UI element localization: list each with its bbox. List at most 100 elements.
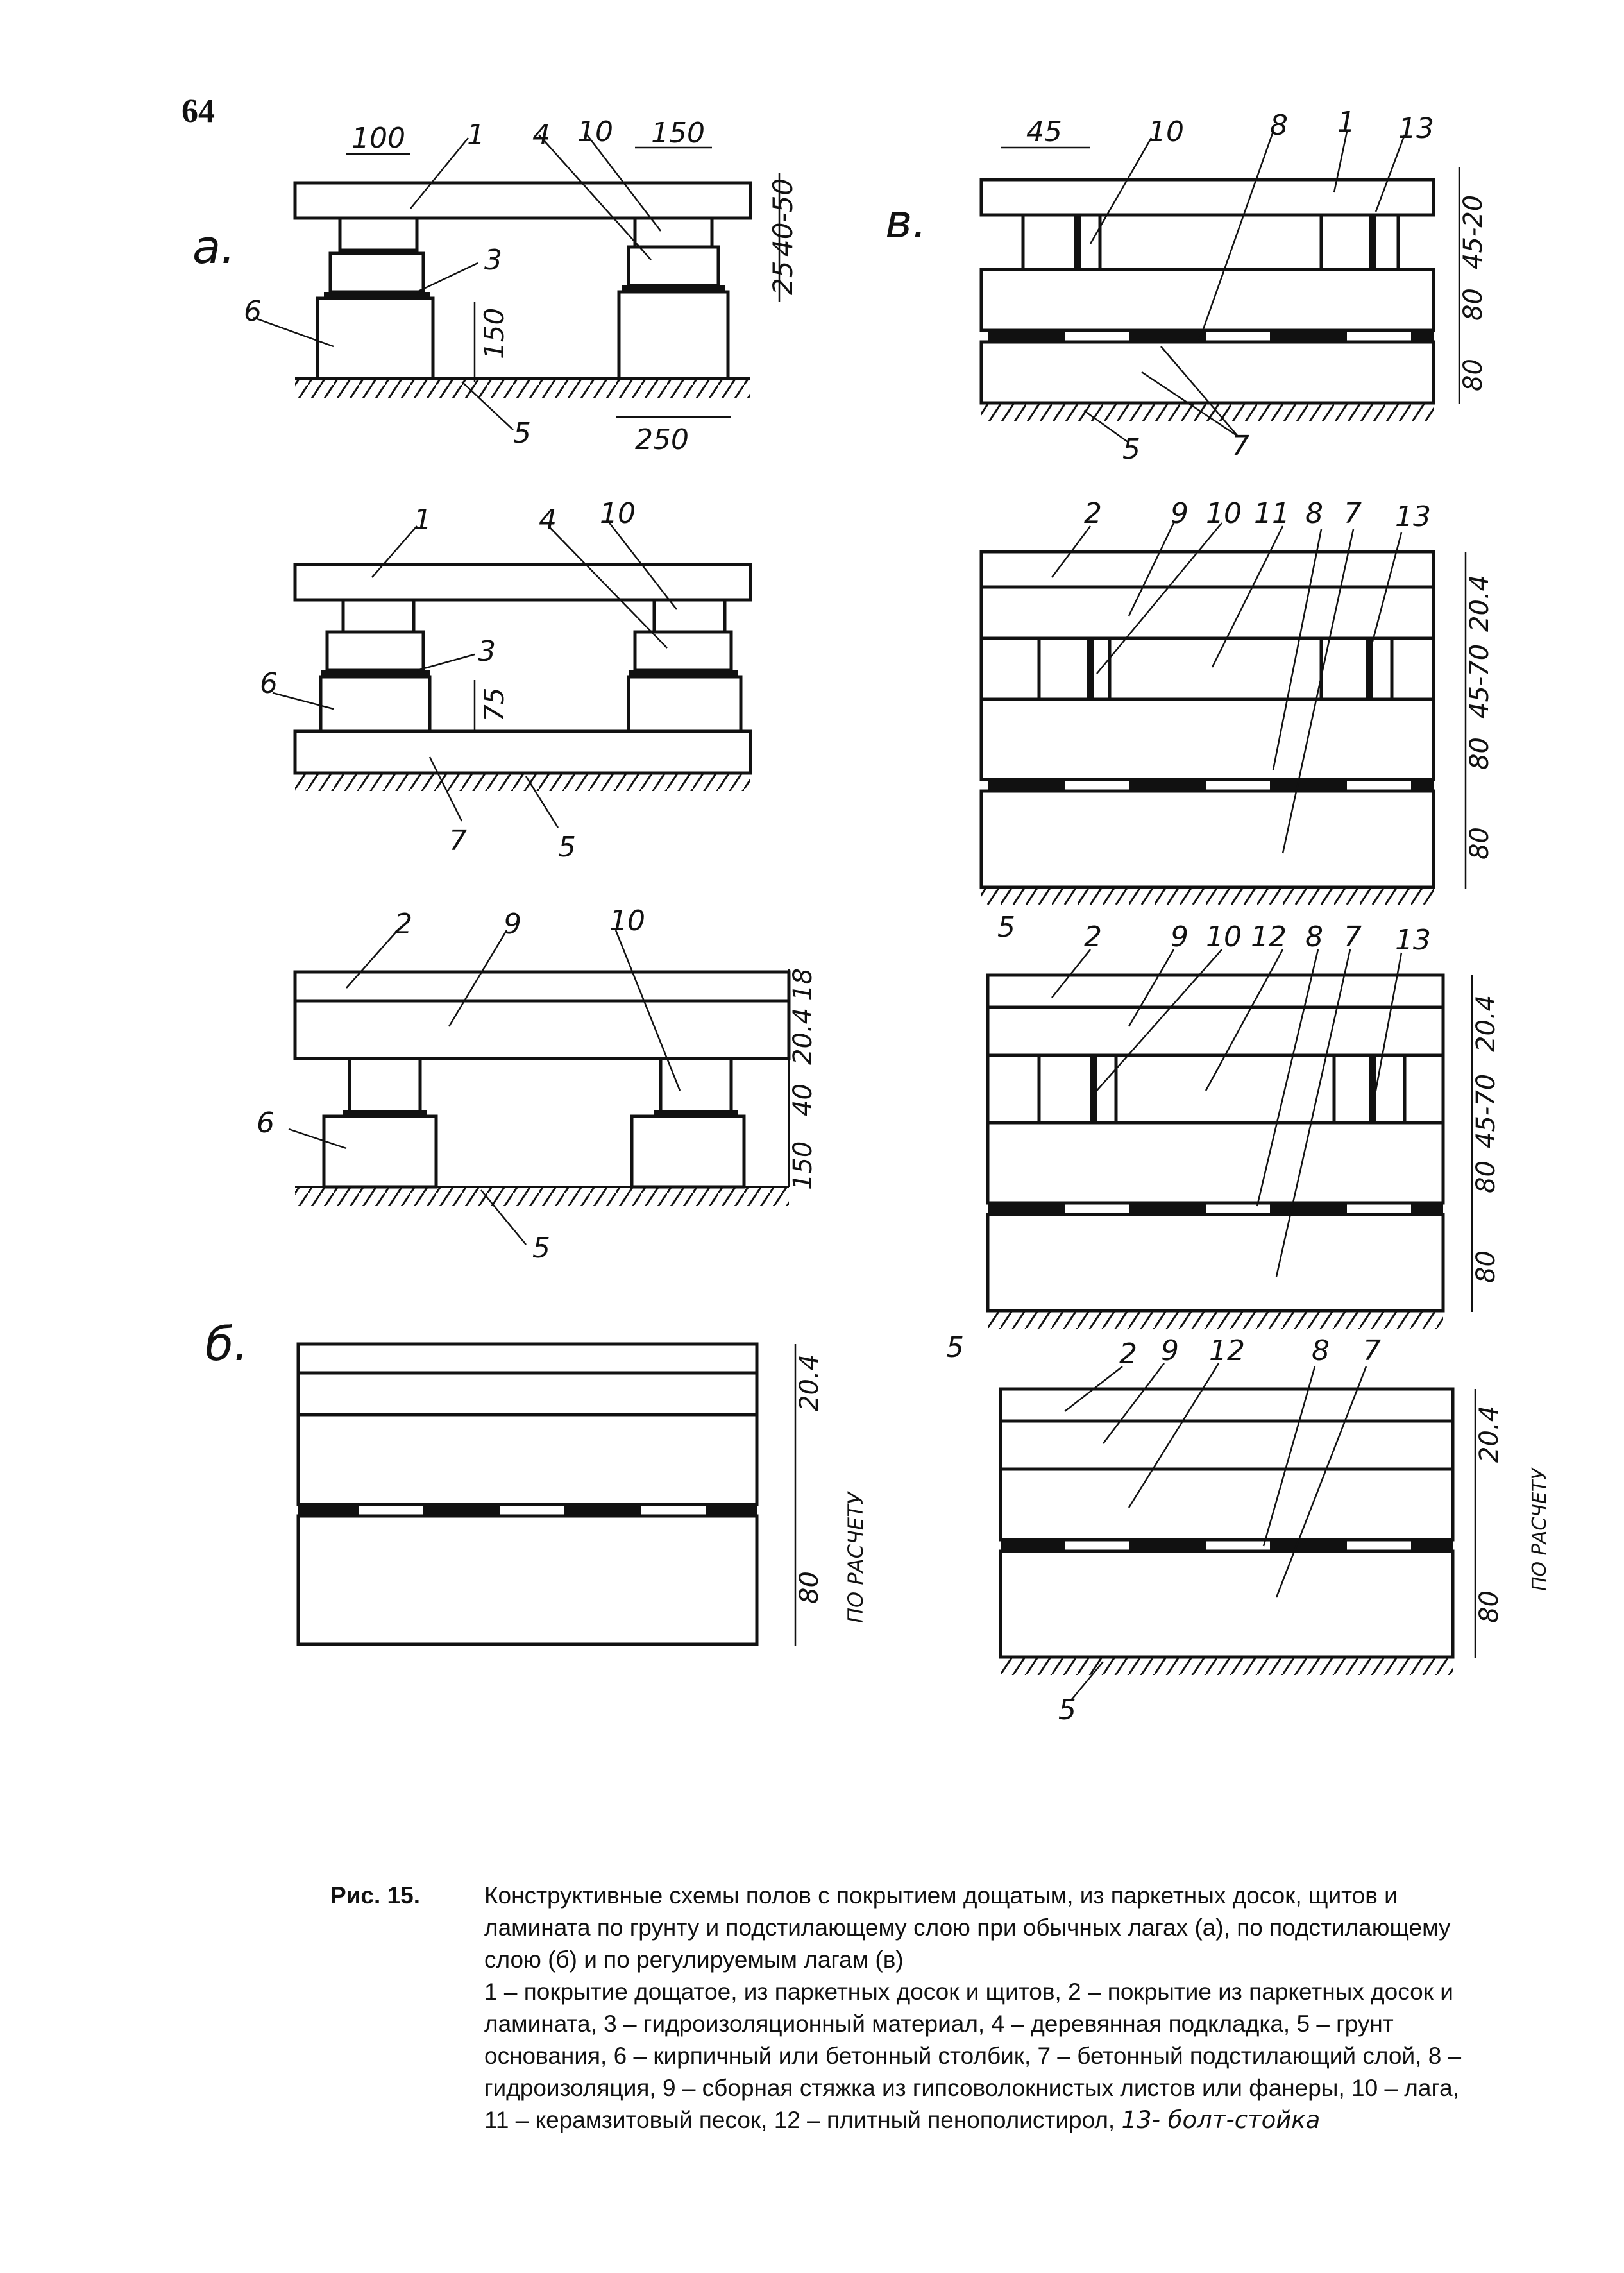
ground-hatch bbox=[981, 403, 1434, 421]
callout-10: 10 bbox=[1206, 921, 1242, 953]
callout-13: 13 bbox=[1395, 924, 1431, 957]
callout-2: 2 bbox=[1084, 921, 1102, 953]
brick-post bbox=[319, 675, 432, 733]
callout-7: 7 bbox=[449, 824, 467, 857]
ground-hatch bbox=[295, 380, 750, 398]
parquet-layer bbox=[293, 970, 791, 1003]
dim-80: 80 bbox=[1475, 1590, 1504, 1623]
dim-20-4: 20.4 bbox=[795, 1354, 824, 1411]
leader-line bbox=[1275, 949, 1351, 1277]
callout-13: 13 bbox=[1395, 500, 1431, 533]
leader-line bbox=[416, 653, 475, 672]
floor-board bbox=[293, 181, 752, 220]
dim-45-20: 45-20 bbox=[1459, 195, 1488, 269]
leader-line bbox=[586, 134, 661, 232]
callout-7: 7 bbox=[1344, 497, 1362, 530]
concrete-slab bbox=[986, 1213, 1445, 1313]
leader-line bbox=[1064, 1366, 1123, 1412]
concrete-slab bbox=[296, 1514, 759, 1646]
callout-2: 2 bbox=[394, 908, 412, 941]
concrete-slab bbox=[979, 268, 1435, 332]
leader-line bbox=[1096, 522, 1222, 674]
callout-9: 9 bbox=[1161, 1334, 1179, 1367]
leader-line bbox=[448, 930, 508, 1027]
callout-12: 12 bbox=[1209, 1334, 1245, 1367]
joist bbox=[659, 1057, 733, 1115]
joist bbox=[652, 598, 727, 634]
dim-75: 75 bbox=[478, 688, 510, 722]
caption-legend: 1 – покрытие дощатое, из паркетных досок… bbox=[484, 1976, 1472, 2136]
leader-line bbox=[288, 1128, 347, 1150]
dim-20-4: 20.4 bbox=[788, 1008, 818, 1065]
waterproof-layer bbox=[654, 1110, 738, 1116]
callout-12: 12 bbox=[1251, 921, 1287, 953]
leader-line bbox=[1070, 1661, 1104, 1701]
wood-pad bbox=[633, 630, 733, 672]
callout-8: 8 bbox=[1305, 921, 1323, 953]
section-label-a: а. bbox=[192, 220, 235, 274]
callout-5: 5 bbox=[1122, 433, 1140, 466]
floor-board bbox=[979, 178, 1435, 217]
detail-a3: 2 9 10 18 20.4 40 150 6 5 bbox=[257, 905, 818, 1264]
leader-line bbox=[1333, 131, 1348, 193]
leader-line bbox=[1374, 952, 1403, 1091]
callout-8: 8 bbox=[1312, 1334, 1330, 1367]
parquet-layer bbox=[986, 973, 1445, 1009]
dim-250: 250 bbox=[635, 423, 689, 456]
dim-45: 45 bbox=[1026, 115, 1062, 148]
joist bbox=[348, 1057, 422, 1115]
concrete-slab bbox=[979, 697, 1435, 781]
callout-3: 3 bbox=[484, 244, 502, 277]
leader-line bbox=[1272, 529, 1323, 770]
leader-line bbox=[461, 381, 514, 430]
callout-9: 9 bbox=[1171, 921, 1188, 953]
leader-line bbox=[1128, 1363, 1220, 1508]
leader-line bbox=[253, 316, 334, 348]
dim-80: 80 bbox=[1471, 1250, 1501, 1283]
leader-line bbox=[1128, 949, 1175, 1027]
concrete-slab bbox=[979, 340, 1435, 405]
joist bbox=[1319, 636, 1394, 701]
callout-5: 5 bbox=[558, 831, 576, 864]
concrete-slab bbox=[293, 729, 752, 775]
dim-20-4: 20.4 bbox=[1465, 575, 1494, 632]
dim-po-raschetu: ПО РАСЧЕТУ bbox=[1528, 1467, 1551, 1591]
leader-line bbox=[1160, 346, 1239, 437]
concrete-slab bbox=[979, 789, 1435, 889]
leader-line bbox=[1141, 371, 1239, 438]
joist bbox=[1021, 213, 1102, 271]
leader-line bbox=[1096, 949, 1222, 1091]
ground-hatch bbox=[988, 1311, 1443, 1329]
leader-line bbox=[272, 692, 334, 710]
waterproof-layer bbox=[343, 1110, 427, 1116]
leader-line bbox=[1205, 949, 1284, 1091]
detail-a2: 1 4 10 3 6 75 7 5 bbox=[260, 497, 752, 864]
dim-40-50: 40-50 bbox=[767, 178, 799, 257]
leader-line bbox=[1281, 529, 1355, 854]
callout-5: 5 bbox=[532, 1232, 550, 1264]
foam-insulation bbox=[999, 1467, 1455, 1542]
callout-10: 10 bbox=[577, 115, 613, 148]
leader-line bbox=[416, 262, 478, 293]
caption-legend-text: 1 – покрытие дощатое, из паркетных досок… bbox=[484, 1979, 1462, 2133]
leader-line bbox=[346, 930, 398, 989]
leader-line bbox=[609, 522, 677, 610]
waterproofing bbox=[981, 330, 1434, 342]
screed-layer bbox=[986, 1005, 1445, 1057]
callout-5: 5 bbox=[946, 1331, 964, 1364]
section-label-v: в. bbox=[885, 194, 927, 248]
callout-1: 1 bbox=[414, 504, 432, 536]
leader-line bbox=[1275, 1366, 1367, 1598]
callout-7: 7 bbox=[1363, 1334, 1381, 1367]
detail-v3: 2 9 10 12 8 7 13 20.4 45-70 80 80 5 bbox=[946, 921, 1501, 1364]
leader-line bbox=[1262, 1366, 1316, 1547]
parquet-layer bbox=[979, 550, 1435, 589]
leader-line bbox=[1083, 409, 1129, 444]
waterproof-layer bbox=[324, 292, 430, 297]
dim-45-70: 45-70 bbox=[1465, 644, 1494, 719]
callout-4: 4 bbox=[532, 119, 550, 151]
callout-7: 7 bbox=[1344, 921, 1362, 953]
waterproof-layer bbox=[629, 670, 738, 676]
leader-line bbox=[525, 776, 559, 828]
